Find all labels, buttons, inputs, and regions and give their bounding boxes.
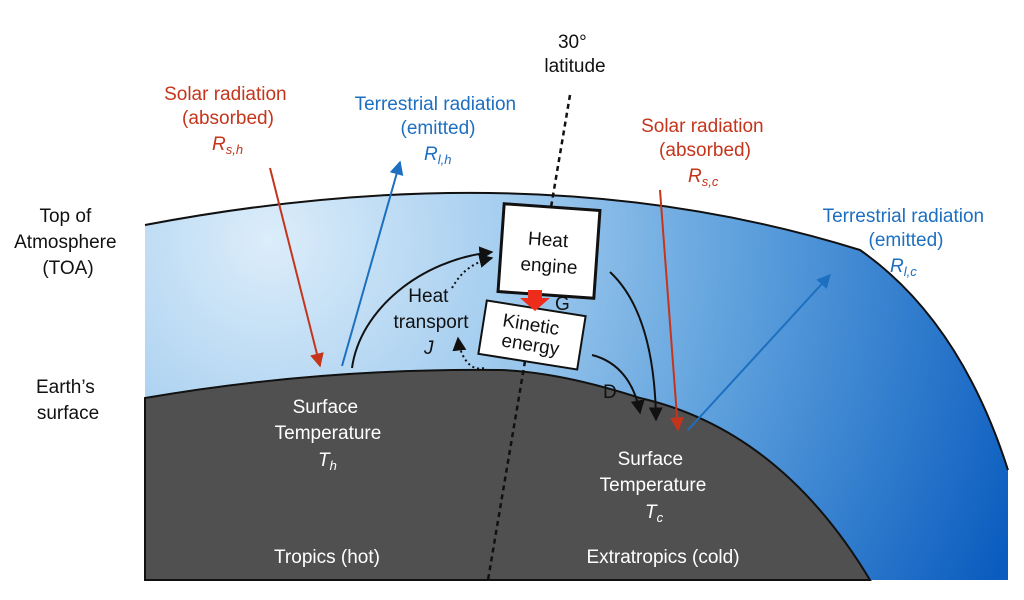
terrestrial-radiation-tropics-arrow <box>341 160 404 367</box>
terrestrial-radiation-extratropics-arrow <box>687 273 831 431</box>
heat-transport-symbol: J <box>423 338 434 359</box>
surface-temperature-extratropics-label: Surface Temperature <box>600 449 707 496</box>
terrestrial-radiation-tropics-symbol: Rl,h <box>424 144 451 167</box>
heat-transport-feedback-arrow-lower <box>452 336 485 370</box>
solar-radiation-extratropics-arrow <box>659 189 685 432</box>
heat-transport-flow-arrow <box>351 246 494 369</box>
dissipation-arrow <box>591 354 645 415</box>
solar-radiation-extratropics-symbol: Rs,c <box>688 166 719 189</box>
surface-temperature-tropics-label: Surface Temperature <box>275 397 382 444</box>
extratropics-region-label: Extratropics (cold) <box>586 547 739 568</box>
heat-engine-box <box>496 202 602 300</box>
terrestrial-radiation-extratropics-label: Terrestrial radiation (emitted) <box>823 206 990 251</box>
tropics-region-label: Tropics (hot) <box>274 547 380 568</box>
solar-radiation-extratropics-label: Solar radiation (absorbed) <box>641 116 769 161</box>
solar-radiation-tropics-label: Solar radiation (absorbed) <box>164 84 292 129</box>
heat-transport-feedback-arrow-upper <box>451 254 494 289</box>
surface-temperature-extratropics-symbol: Tc <box>645 502 664 525</box>
terrestrial-radiation-tropics-label: Terrestrial radiation (emitted) <box>355 94 522 139</box>
toa-boundary-line <box>144 191 1009 471</box>
solar-radiation-tropics-symbol: Rs,h <box>212 134 243 157</box>
solar-radiation-tropics-arrow <box>269 167 324 368</box>
earth-surface-body <box>144 368 872 581</box>
generation-label: G <box>555 294 570 315</box>
heat-engine-label: Heat engine <box>520 228 580 279</box>
heat-engine-to-cold-arrow <box>609 271 663 422</box>
generation-arrow-icon <box>520 290 550 311</box>
terrestrial-radiation-extratropics-symbol: Rl,c <box>890 256 917 279</box>
heat-transport-label: Heat transport <box>394 286 470 333</box>
surface-temperature-tropics-symbol: Th <box>318 450 337 473</box>
dissipation-label: D <box>603 382 617 403</box>
toa-label: Top of Atmosphere (TOA) <box>14 206 122 279</box>
latitude-label: 30° latitude <box>544 32 605 77</box>
atmosphere-layer <box>145 192 1008 580</box>
earth-surface-label: Earth’s surface <box>36 377 100 424</box>
